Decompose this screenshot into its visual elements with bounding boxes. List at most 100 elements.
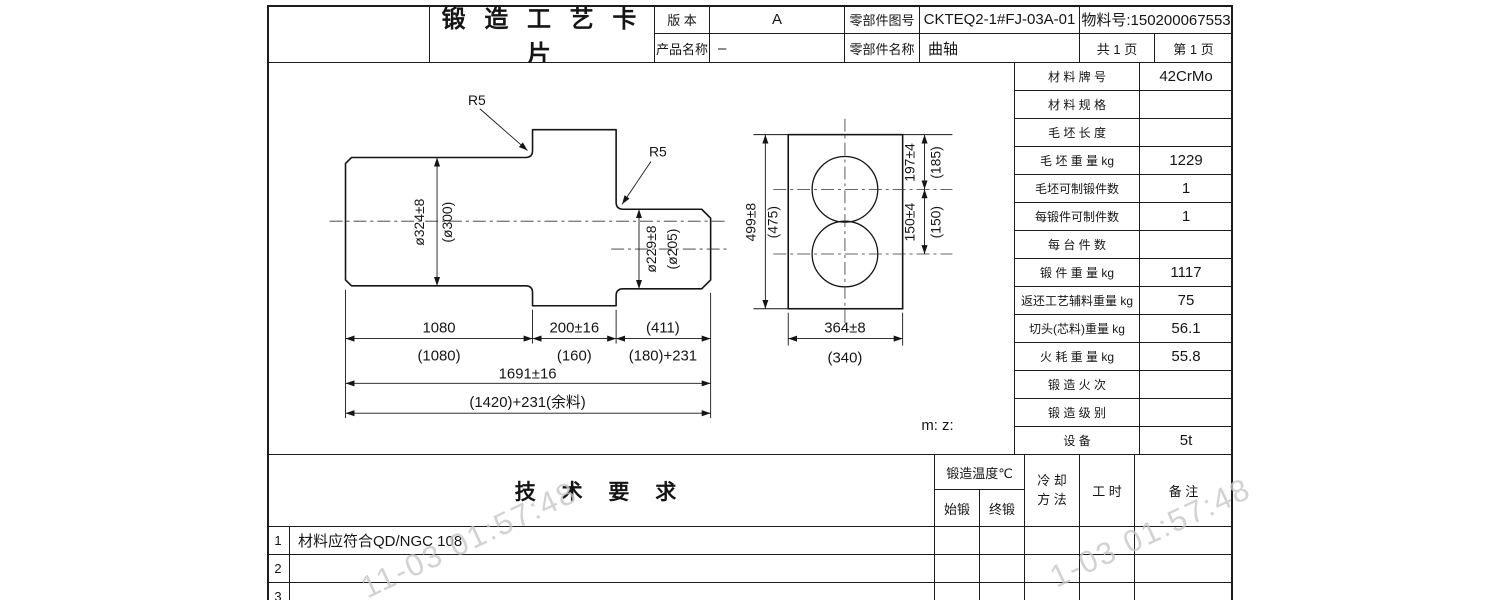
req-row-1-hours-cell [1080,527,1135,555]
product-name-label: 产品名称 [655,34,710,63]
req-row-2-remarks-cell [1135,555,1233,583]
spec-value-forgings-per-blank: 1 [1140,175,1233,203]
dimension-lines [345,108,953,419]
req-row-1-number: 1 [267,527,290,555]
part-outline-end-view [787,133,904,310]
spec-label-pieces-per-forging: 每锻件可制件数 [1015,203,1140,231]
spec-value-forging-heats [1140,371,1233,399]
spec-label-equipment: 设 备 [1015,427,1140,455]
req-row-2-number: 2 [267,555,290,583]
header-empty-cell [267,5,430,63]
req-row-2-hours-cell [1080,555,1135,583]
remarks-header: 备 注 [1135,455,1233,527]
len-total-ref-label: (1420)+231(余料) [469,393,585,411]
end-width-ref-label: (340) [828,349,863,366]
req-row-3-hours-cell [1080,583,1135,600]
spec-value-return-aux-weight: 75 [1140,287,1233,315]
forging-temp-header: 锻造温度℃ [935,455,1025,490]
fillet-left-label: R5 [468,92,486,108]
spec-label-material-grade: 材 料 牌 号 [1015,63,1140,91]
spec-value-blank-weight: 1229 [1140,147,1233,175]
len-main-label: 1080 [422,320,455,337]
spec-value-equipment: 5t [1140,427,1233,455]
cooling-method-line2: 方 法 [1037,491,1067,507]
spec-label-forging-heats: 锻 造 火 次 [1015,371,1140,399]
part-name-value: 曲轴 [920,34,1080,63]
work-hours-header: 工 时 [1080,455,1135,527]
spec-label-cut-head-weight: 切头(芯料)重量 kg [1015,315,1140,343]
req-row-1-start-forge-cell [935,527,980,555]
drawing-area: R5 R5 ø324±8 (ø300) ø229±8 (ø205) 1080 2… [267,63,1015,455]
end-height-ref-label: (475) [764,206,780,238]
spec-label-blank-length: 毛 坯 长 度 [1015,119,1140,147]
page-number: 第 1 页 [1155,34,1233,63]
req-row-3-start-forge-cell [935,583,980,600]
req-row-2-cooling-cell [1025,555,1080,583]
end-width-label: 364±8 [824,320,865,337]
start-forging-header: 始锻 [935,490,980,527]
req-row-1-cooling-cell [1025,527,1080,555]
cooling-method-line1: 冷 却 [1037,473,1067,489]
spec-value-pieces-per-unit [1140,231,1233,259]
spec-value-blank-length [1140,119,1233,147]
total-pages: 共 1 页 [1080,34,1155,63]
spec-label-fire-loss-weight: 火 耗 重 量 kg [1015,343,1140,371]
req-row-3-text [290,583,935,600]
len-flange-ref-label: (160) [557,347,592,364]
offset-pin-label: 150±4 [902,203,918,242]
len-main-ref-label: (1080) [417,347,460,364]
len-total-label: 1691±16 [499,365,557,382]
part-name-label: 零部件名称 [845,34,920,63]
len-pin-ref-label: (180)+231 [629,347,697,364]
dia-pin-ref-label: (ø205) [664,229,680,270]
part-drawing-no-label: 零部件图号 [845,5,920,34]
req-row-1-remarks-cell [1135,527,1233,555]
product-name-value: – [710,34,845,63]
spec-value-material-spec [1140,91,1233,119]
spec-value-forging-grade [1140,399,1233,427]
req-row-3-cooling-cell [1025,583,1080,600]
dia-main-label: ø324±8 [411,198,427,245]
req-row-1-final-forge-cell [980,527,1025,555]
final-forging-header: 终锻 [980,490,1025,527]
spec-label-blank-weight: 毛 坯 重 量 kg [1015,147,1140,175]
offset-top-label: 197±4 [902,143,918,182]
spec-label-forging-grade: 锻 造 级 别 [1015,399,1140,427]
mz-note: m: z: [921,417,953,434]
tech-requirements-title: 技 术 要 求 [267,455,935,527]
len-pin-label: (411) [646,320,680,337]
req-row-3-number: 3 [267,583,290,600]
req-row-2-start-forge-cell [935,555,980,583]
dimension-texts: R5 R5 ø324±8 (ø300) ø229±8 (ø205) 1080 2… [411,92,954,434]
req-row-3-final-forge-cell [980,583,1025,600]
req-row-3-remarks-cell [1135,583,1233,600]
version-label: 版 本 [655,5,710,34]
spec-value-forging-weight: 1117 [1140,259,1233,287]
spec-value-material-grade: 42CrMo [1140,63,1233,91]
offset-top-ref-label: (185) [927,146,943,178]
spec-label-material-spec: 材 料 规 格 [1015,91,1140,119]
req-row-2-text [290,555,935,583]
req-row-2-final-forge-cell [980,555,1025,583]
spec-label-return-aux-weight: 返还工艺辅料重量 kg [1015,287,1140,315]
dia-main-ref-label: (ø300) [439,202,455,243]
spec-value-fire-loss-weight: 55.8 [1140,343,1233,371]
part-outline-side-view [344,128,712,307]
len-flange-label: 200±16 [550,320,600,337]
dia-pin-label: ø229±8 [643,225,659,272]
material-no: 物料号:150200067553 [1080,5,1233,34]
spec-label-forgings-per-blank: 毛坯可制锻件数 [1015,175,1140,203]
spec-label-pieces-per-unit: 每 台 件 数 [1015,231,1140,259]
part-drawing-no-value: CKTEQ2-1#FJ-03A-01 [920,5,1080,34]
spec-label-forging-weight: 锻 件 重 量 kg [1015,259,1140,287]
cooling-method-header: 冷 却 方 法 [1025,455,1080,527]
fillet-right-label: R5 [649,144,667,160]
spec-value-cut-head-weight: 56.1 [1140,315,1233,343]
offset-pin-ref-label: (150) [927,206,943,238]
version-value: A [710,5,845,34]
crankshaft-drawing: R5 R5 ø324±8 (ø300) ø229±8 (ø205) 1080 2… [329,92,954,434]
req-row-1-text: 材料应符合QD/NGC 108 [290,527,935,555]
spec-value-pieces-per-forging: 1 [1140,203,1233,231]
end-height-label: 499±8 [742,203,758,242]
